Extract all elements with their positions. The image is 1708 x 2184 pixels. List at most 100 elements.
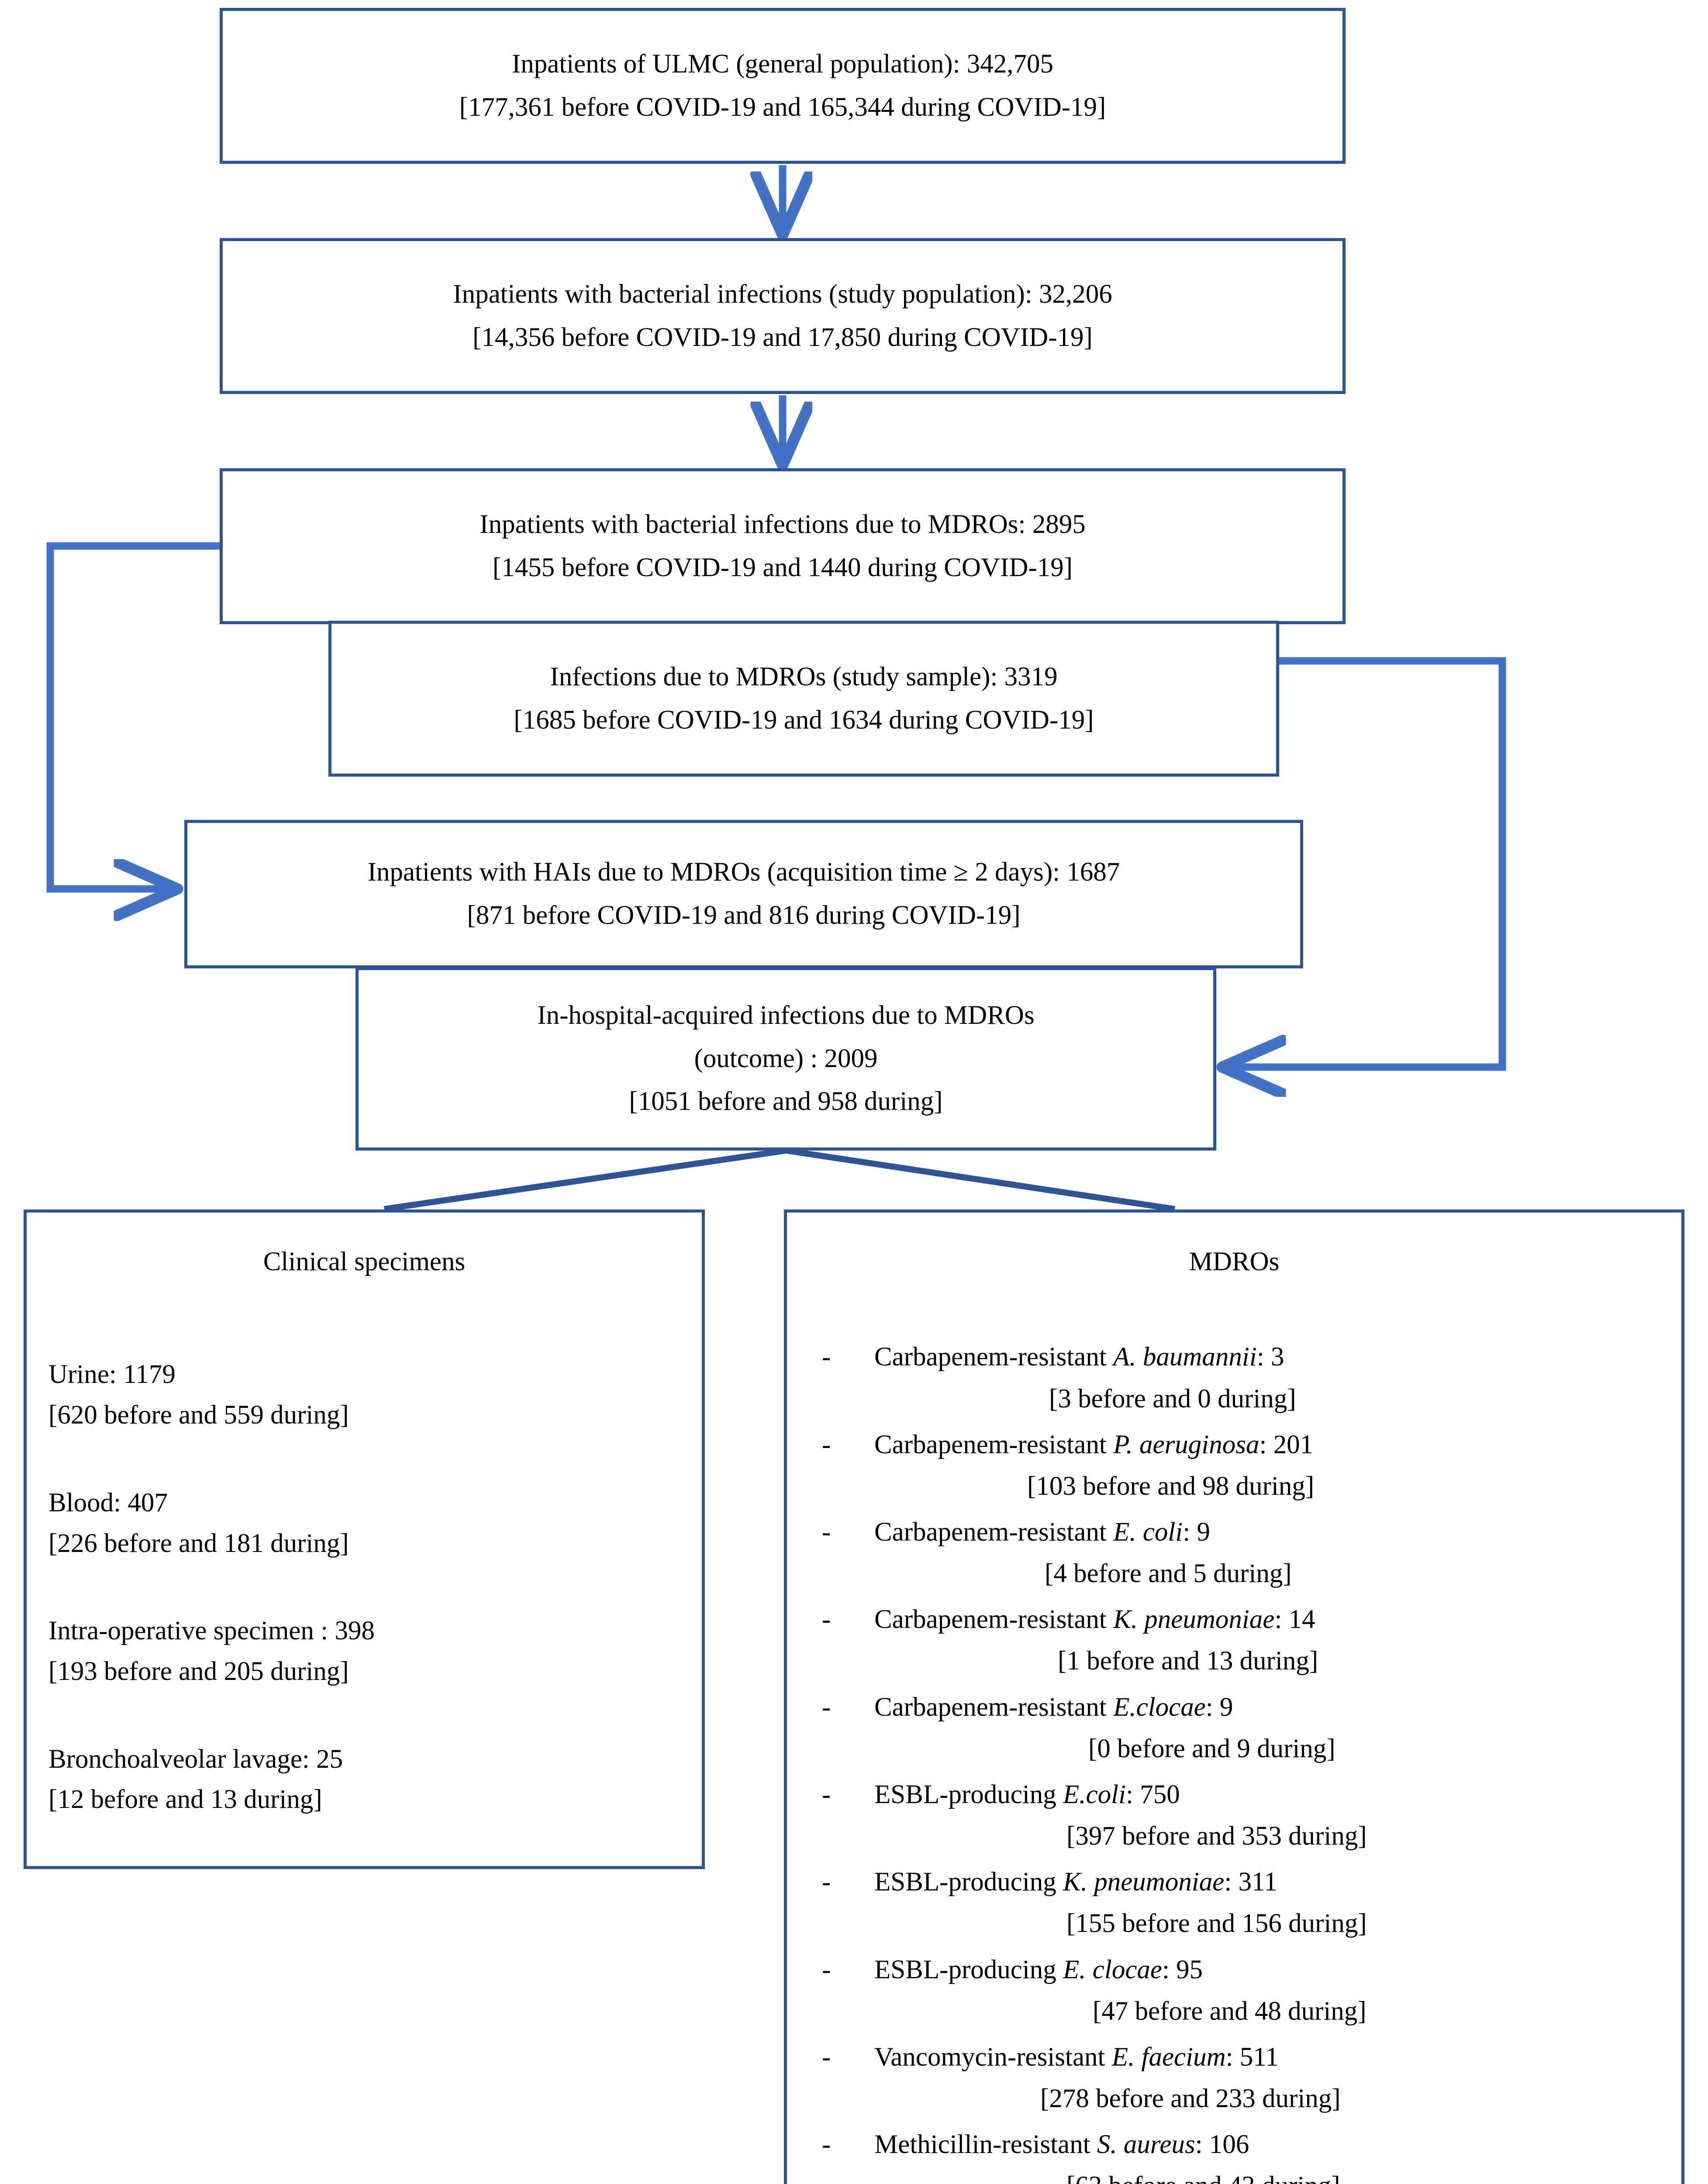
mdro-item: - Methicillin-resistant S. aureus: 106[63… bbox=[822, 2124, 1664, 2184]
bullet-dash-icon: - bbox=[822, 1517, 831, 1547]
box-mdro-infections-line1: Inpatients with bacterial infections due… bbox=[480, 509, 1086, 539]
panel-clinical-specimens-title: Clinical specimens bbox=[263, 1247, 466, 1276]
mdro-count: : 201 bbox=[1259, 1430, 1314, 1459]
specimen-counts: [193 before and 205 during] bbox=[48, 1656, 349, 1686]
box-study-population-line2: [14,356 before COVID-19 and 17,850 durin… bbox=[473, 322, 1093, 352]
mdro-name-row: - Carbapenem-resistant A. baumannii: 3 bbox=[822, 1336, 1664, 1378]
mdro-item: - Carbapenem-resistant E. coli: 9 [4 befor… bbox=[822, 1511, 1664, 1594]
specimen-name: Urine: 1179 bbox=[48, 1360, 176, 1389]
mdro-organism: E. clocae bbox=[1063, 1955, 1162, 1984]
mdro-name: Methicillin-resistant S. aureus: 106 bbox=[874, 2124, 1664, 2165]
mdro-name-row: - Carbapenem-resistant K. pneumoniae: 14 bbox=[822, 1599, 1664, 1640]
mdro-resistance-prefix: ESBL-producing bbox=[874, 1780, 1063, 1809]
mdro-item: - Carbapenem-resistant K. pneumoniae: 14 [… bbox=[822, 1599, 1664, 1682]
mdro-name: ESBL-producing K. pneumoniae: 311 bbox=[874, 1861, 1664, 1903]
mdro-resistance-prefix: Carbapenem-resistant bbox=[874, 1517, 1114, 1547]
mdro-counts: [4 before and 5 during] bbox=[1045, 1559, 1292, 1589]
mdro-name-row: - ESBL-producing K. pneumoniae: 311 bbox=[822, 1861, 1664, 1903]
specimen-counts: [12 before and 13 during] bbox=[48, 1785, 322, 1814]
mdro-name: Carbapenem-resistant P. aeruginosa: 201 bbox=[874, 1424, 1664, 1465]
mdro-resistance-prefix: Carbapenem-resistant bbox=[874, 1342, 1114, 1372]
mdro-item: - Carbapenem-resistant A. baumannii: 3 [3 … bbox=[822, 1336, 1664, 1419]
mdro-count: : 14 bbox=[1274, 1605, 1315, 1635]
specimen-name: Bronchoalveolar lavage: 25 bbox=[48, 1744, 343, 1774]
bullet-dash-icon: - bbox=[822, 1692, 831, 1722]
mdro-organism: E. faecium bbox=[1111, 2042, 1226, 2072]
mdro-organism: K. pneumoniae bbox=[1113, 1605, 1275, 1635]
mdro-counts: [103 before and 98 during] bbox=[1027, 1471, 1315, 1501]
bullet-dash-icon: - bbox=[822, 2130, 831, 2160]
mdros-list: - Carbapenem-resistant A. baumannii: 3 [3 … bbox=[787, 1336, 1681, 2184]
mdro-name: Carbapenem-resistant K. pneumoniae: 14 bbox=[874, 1599, 1664, 1640]
mdro-counts: [1 before and 13 during] bbox=[1058, 1646, 1318, 1676]
box-study-sample-line2: [1685 before COVID-19 and 1634 during CO… bbox=[514, 705, 1094, 735]
mdro-counts: [278 before and 233 during] bbox=[1040, 2084, 1341, 2114]
panel-mdros: MDROs - Carbapenem-resistant A. baumannii… bbox=[784, 1209, 1684, 2184]
mdro-item: -Vancomycin-resistant E. faecium: 511 [27… bbox=[822, 2036, 1664, 2119]
box-study-population-line1: Inpatients with bacterial infections (st… bbox=[453, 279, 1112, 309]
mdro-name: Carbapenem-resistant E. coli: 9 bbox=[874, 1511, 1664, 1553]
bullet-dash-icon: - bbox=[822, 1780, 831, 1809]
bullet-dash-icon: - bbox=[822, 1342, 831, 1372]
mdro-count: : 9 bbox=[1205, 1692, 1233, 1722]
specimen-name: Intra-operative specimen : 398 bbox=[48, 1616, 375, 1646]
mdro-name-row: -ESBL-producing E. clocae: 95 bbox=[822, 1949, 1664, 1990]
mdro-name-row: -Vancomycin-resistant E. faecium: 511 bbox=[822, 2036, 1664, 2078]
bullet-dash-icon: - bbox=[822, 1955, 831, 1984]
mdro-count: : 9 bbox=[1183, 1517, 1211, 1547]
mdro-organism: P. aeruginosa bbox=[1113, 1430, 1259, 1459]
box-outcome: In-hospital-acquired infections due to M… bbox=[355, 967, 1216, 1151]
box-outcome-line1: In-hospital-acquired infections due to M… bbox=[537, 1000, 1035, 1030]
box-study-sample-line1: Infections due to MDROs (study sample): … bbox=[550, 662, 1058, 691]
bullet-dash-icon: - bbox=[822, 1605, 831, 1635]
box-outcome-line2: (outcome) : 2009 bbox=[694, 1044, 878, 1073]
box-total-inpatients: Inpatients of ULMC (general population):… bbox=[220, 8, 1346, 164]
box-mdro-infections: Inpatients with bacterial infections due… bbox=[220, 468, 1346, 624]
mdro-resistance-prefix: Carbapenem-resistant bbox=[874, 1692, 1114, 1722]
mdro-name-row: - Methicillin-resistant S. aureus: 106 bbox=[822, 2124, 1664, 2165]
mdro-resistance-prefix: Vancomycin-resistant bbox=[874, 2042, 1112, 2072]
specimen-item: Bronchoalveolar lavage: 25 [12 before and… bbox=[48, 1739, 702, 1820]
box-total-inpatients-line1: Inpatients of ULMC (general population):… bbox=[511, 49, 1054, 79]
box-total-inpatients-line2: [177,361 before COVID-19 and 165,344 dur… bbox=[459, 92, 1106, 122]
mdro-item: - Carbapenem-resistant P. aeruginosa: 201… bbox=[822, 1424, 1664, 1507]
mdro-counts: [47 before and 48 during] bbox=[1093, 1996, 1366, 2026]
mdro-organism: K. pneumoniae bbox=[1063, 1867, 1225, 1897]
mdro-organism: E. coli bbox=[1113, 1517, 1183, 1547]
mdro-count: : 311 bbox=[1224, 1867, 1277, 1897]
box-hai-mdros: Inpatients with HAIs due to MDROs (acqui… bbox=[184, 820, 1303, 968]
mdro-count: : 511 bbox=[1225, 2042, 1279, 2072]
box-outcome-line3: [1051 before and 958 during] bbox=[629, 1087, 943, 1116]
mdro-counts: [0 before and 9 during] bbox=[1088, 1734, 1335, 1763]
specimen-item: Intra-operative specimen : 398 [193 befor… bbox=[48, 1611, 702, 1692]
mdro-organism: E.coli bbox=[1063, 1780, 1126, 1809]
specimen-counts: [620 before and 559 during] bbox=[48, 1400, 349, 1430]
mdro-organism: A. baumannii bbox=[1113, 1342, 1257, 1372]
mdro-resistance-prefix: Carbapenem-resistant bbox=[874, 1430, 1114, 1459]
bullet-dash-icon: - bbox=[822, 1867, 831, 1897]
mdro-count: : 750 bbox=[1126, 1780, 1180, 1809]
mdro-counts: [3 before and 0 during] bbox=[1049, 1384, 1296, 1413]
mdro-name: ESBL-producing E.coli: 750 bbox=[874, 1774, 1664, 1815]
specimen-counts: [226 before and 181 during] bbox=[48, 1528, 349, 1558]
mdro-name: Vancomycin-resistant E. faecium: 511 bbox=[874, 2036, 1664, 2078]
panel-mdros-title: MDROs bbox=[1189, 1247, 1280, 1276]
splitter-outcome-to-panels bbox=[383, 1147, 1176, 1212]
mdro-item: - Carbapenem-resistant E.clocae: 9 [0 befo… bbox=[822, 1686, 1664, 1769]
mdro-organism: E.clocae bbox=[1113, 1692, 1206, 1722]
mdro-name: Carbapenem-resistant A. baumannii: 3 bbox=[874, 1336, 1664, 1378]
box-mdro-infections-line2: [1455 before COVID-19 and 1440 during CO… bbox=[492, 553, 1073, 582]
mdro-item: -ESBL-producing E. clocae: 95[47 before … bbox=[822, 1949, 1664, 2032]
specimen-item: Urine: 1179 [620 before and 559 during] bbox=[48, 1355, 702, 1435]
mdro-count: : 106 bbox=[1195, 2130, 1249, 2160]
mdro-resistance-prefix: ESBL-producing bbox=[874, 1955, 1063, 1984]
specimen-name: Blood: 407 bbox=[48, 1488, 168, 1517]
mdro-item: -ESBL-producing E.coli: 750[397 before a… bbox=[822, 1774, 1664, 1857]
bullet-dash-icon: - bbox=[822, 1430, 831, 1459]
specimen-item: Blood: 407 [226 before and 181 during] bbox=[48, 1483, 702, 1564]
mdro-counts: [155 before and 156 during] bbox=[1066, 1909, 1367, 1939]
mdro-counts: [63 before and 43 during] bbox=[1066, 2165, 1664, 2184]
mdro-item: - ESBL-producing K. pneumoniae: 311 [155 b… bbox=[822, 1861, 1664, 1944]
mdro-resistance-prefix: Carbapenem-resistant bbox=[874, 1605, 1114, 1635]
mdro-name: Carbapenem-resistant E.clocae: 9 bbox=[874, 1686, 1664, 1728]
